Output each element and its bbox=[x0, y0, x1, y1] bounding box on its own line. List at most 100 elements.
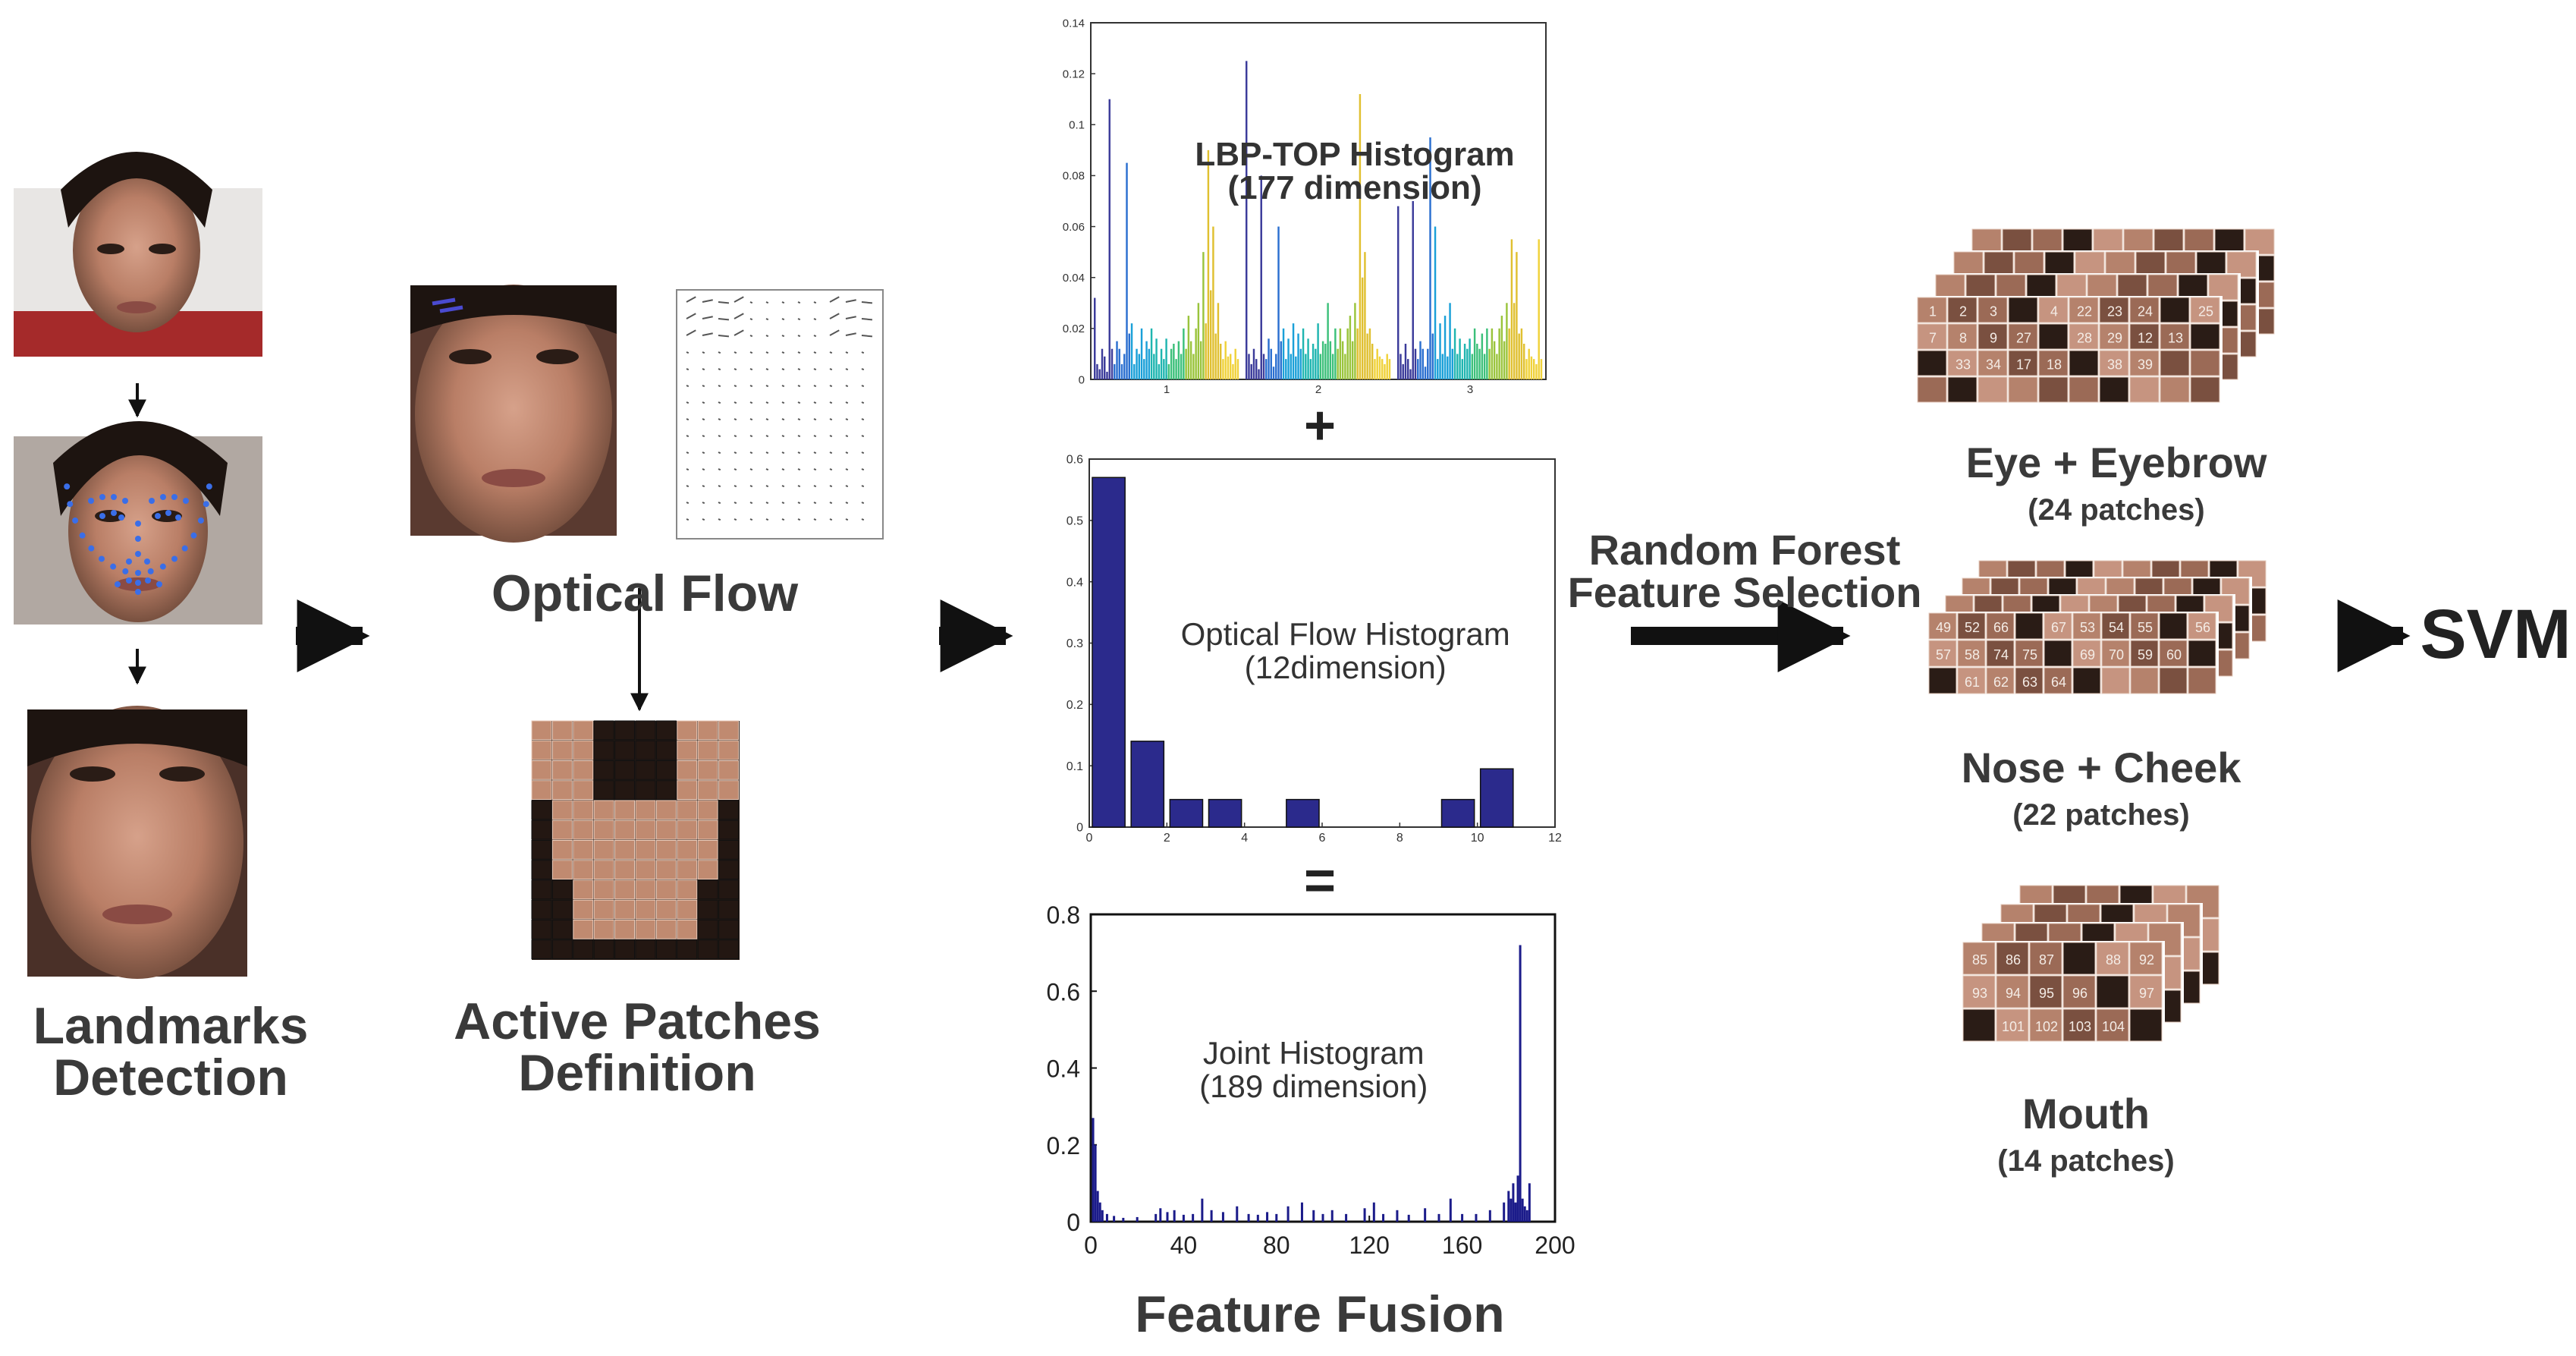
flow-vector bbox=[765, 518, 769, 521]
face-photo-aligned bbox=[27, 706, 247, 979]
lbp-bar bbox=[1327, 303, 1329, 379]
lbp-bar bbox=[1265, 359, 1268, 379]
flow-vector bbox=[765, 451, 769, 455]
lbp-bar bbox=[1187, 316, 1190, 379]
lbp-bar bbox=[1354, 303, 1356, 379]
joint-bar bbox=[1396, 1210, 1399, 1222]
flow-vector bbox=[718, 518, 721, 521]
nose-patch-number: 62 bbox=[1993, 675, 2009, 690]
flow-vector bbox=[702, 332, 713, 336]
nose-patch bbox=[2015, 667, 2044, 694]
flow-vector bbox=[686, 401, 690, 404]
eye-patch bbox=[1917, 323, 1947, 350]
lbp-bar bbox=[1381, 359, 1384, 379]
lbp-bar bbox=[1165, 338, 1167, 379]
flow-vector bbox=[749, 418, 753, 421]
landmark-dot bbox=[88, 498, 94, 504]
lbp-bar bbox=[1337, 348, 1339, 379]
flow-vector bbox=[829, 418, 833, 421]
lbp-bar bbox=[1516, 252, 1518, 379]
nose-patch bbox=[2101, 667, 2130, 694]
flow-vector bbox=[797, 502, 801, 505]
flow-vector bbox=[765, 335, 769, 338]
lbp-bar bbox=[1148, 348, 1151, 379]
flow-vector bbox=[734, 385, 737, 388]
y-tick-label: 0.1 bbox=[1069, 119, 1085, 132]
nose-patch bbox=[2188, 640, 2216, 667]
lbp-bar bbox=[1315, 348, 1317, 379]
mouth-patch bbox=[2096, 942, 2129, 975]
lbp-bar bbox=[1429, 137, 1431, 380]
lbp-bar bbox=[1163, 359, 1165, 379]
flow-vector bbox=[734, 401, 737, 404]
flow-vector bbox=[813, 368, 817, 371]
active-patch bbox=[573, 720, 594, 741]
active-patch bbox=[655, 899, 677, 920]
active-patch bbox=[531, 720, 552, 741]
flow-vector bbox=[845, 401, 849, 404]
joint-bar bbox=[1201, 1198, 1204, 1222]
joint-bar bbox=[1512, 1183, 1515, 1222]
inactive-patch bbox=[551, 920, 573, 939]
lbp-bar bbox=[1535, 363, 1538, 379]
active-patch bbox=[614, 800, 635, 820]
joint-chart-subtitle: (189 dimension) bbox=[1199, 1068, 1428, 1104]
active-patch bbox=[677, 899, 698, 920]
active-patch bbox=[677, 840, 698, 860]
joint-bar bbox=[1514, 1202, 1517, 1222]
lbp-bar bbox=[1361, 277, 1364, 379]
active-patch bbox=[573, 920, 594, 939]
lbp-bar bbox=[1506, 303, 1508, 379]
nose-patch bbox=[2101, 612, 2130, 640]
landmark-dot bbox=[115, 581, 121, 587]
lbp-bar bbox=[1192, 354, 1195, 379]
landmark-dot bbox=[118, 514, 124, 521]
active-patch bbox=[697, 740, 718, 760]
lbp-bar bbox=[1478, 348, 1481, 379]
inactive-patch bbox=[718, 939, 739, 959]
nose-patch bbox=[2188, 667, 2216, 694]
landmark-dot bbox=[206, 483, 212, 490]
flow-vector bbox=[861, 502, 865, 505]
mouth-patch-number: 86 bbox=[2006, 952, 2021, 967]
flow-vector bbox=[686, 296, 696, 303]
nose-patch bbox=[1928, 667, 1957, 694]
optical-flow-label: Optical Flow bbox=[491, 565, 799, 622]
flow-vector bbox=[718, 335, 730, 338]
y-tick-label: 0.06 bbox=[1063, 221, 1085, 234]
active-patch bbox=[614, 899, 635, 920]
lbp-bar bbox=[1111, 348, 1114, 379]
inactive-patch bbox=[551, 939, 573, 959]
y-tick-label: 0.6 bbox=[1047, 978, 1080, 1005]
landmark-dot bbox=[183, 498, 189, 504]
flow-vector bbox=[734, 351, 737, 354]
eye-patch bbox=[1947, 323, 1978, 350]
nose-patch bbox=[2072, 640, 2101, 667]
nose-patch-number: 49 bbox=[1936, 620, 1951, 635]
eye-patch bbox=[2190, 350, 2220, 376]
flow-vector bbox=[686, 313, 696, 319]
lbp-bar bbox=[1305, 354, 1307, 379]
flow-vector bbox=[845, 451, 849, 455]
landmark-dot bbox=[67, 501, 74, 508]
eye-patch bbox=[2056, 274, 2087, 300]
joint-bar bbox=[1521, 1198, 1524, 1222]
joint-bar bbox=[1105, 1213, 1108, 1222]
inactive-patch bbox=[593, 740, 614, 760]
lbp-bar bbox=[1402, 363, 1404, 379]
flow-vector bbox=[829, 401, 833, 404]
eye-patch-number: 33 bbox=[1956, 357, 1971, 373]
lbp-bar bbox=[1356, 328, 1359, 379]
lbp-bar bbox=[1469, 338, 1471, 379]
x-tick-label: 120 bbox=[1349, 1232, 1390, 1259]
flow-vector bbox=[686, 351, 690, 354]
eye-patch-number: 17 bbox=[2016, 357, 2031, 373]
inactive-patch bbox=[718, 879, 739, 900]
flow-vector bbox=[829, 451, 833, 455]
face-photo-landmarks bbox=[14, 421, 262, 625]
flow-vector bbox=[702, 385, 705, 388]
joint-bar bbox=[1221, 1212, 1224, 1222]
active-patch bbox=[677, 920, 698, 939]
active-patches-label: Active Patches Definition bbox=[425, 996, 850, 1099]
